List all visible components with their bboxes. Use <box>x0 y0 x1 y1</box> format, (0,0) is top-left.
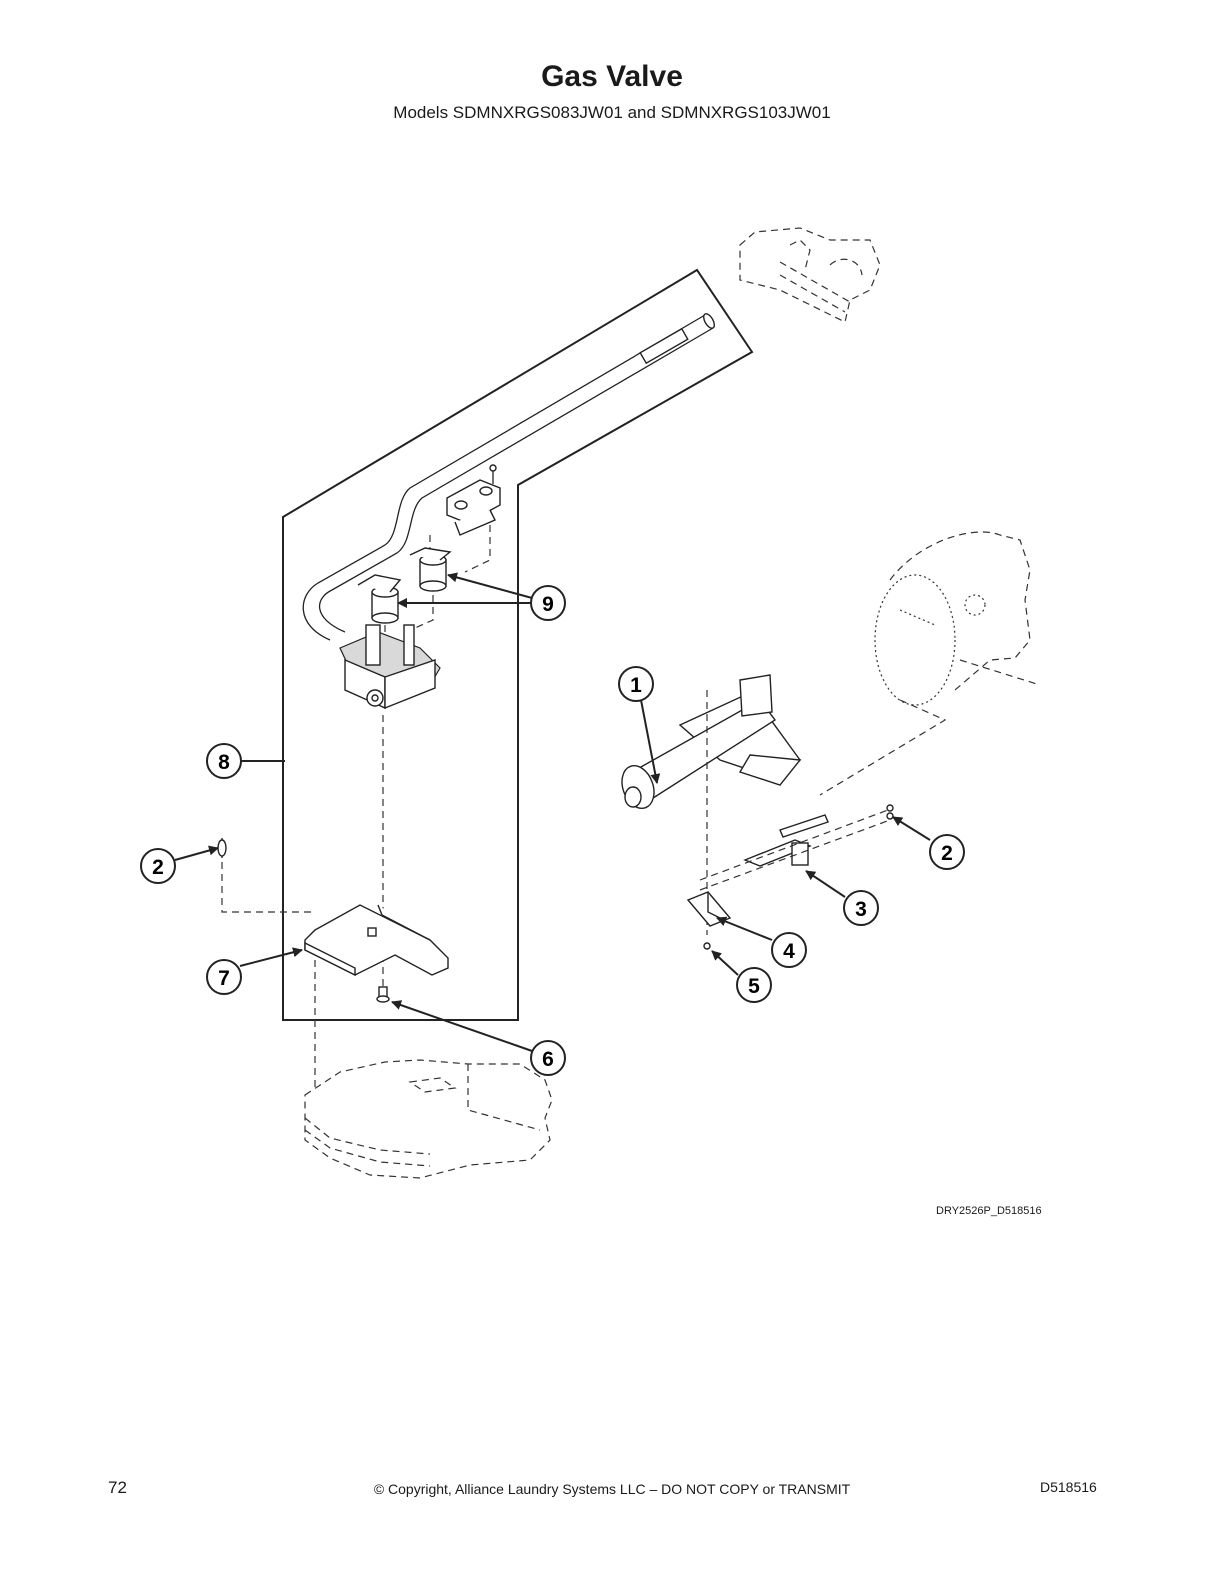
screw-2-left <box>217 838 227 858</box>
gas-valve <box>339 624 441 710</box>
chassis-fragment-bottom <box>304 1059 553 1179</box>
callout-5-label: 5 <box>748 975 760 998</box>
callout-8: 8 <box>206 743 242 779</box>
page-subtitle: Models SDMNXRGS083JW01 and SDMNXRGS103JW… <box>393 103 831 122</box>
coil-bracket <box>446 464 501 536</box>
page-number: 72 <box>108 1478 127 1497</box>
callout-6-label: 6 <box>542 1048 554 1071</box>
callout-9-label: 9 <box>542 593 554 616</box>
callout-7-label: 7 <box>218 967 230 990</box>
diagram-code: DRY2526P_D518516 <box>936 1205 1042 1217</box>
callout-7: 7 <box>206 959 242 995</box>
callout-5: 5 <box>736 967 772 1003</box>
callout-3: 3 <box>843 890 879 926</box>
chassis-fragment-top <box>739 227 881 323</box>
assembly-boundary <box>282 268 754 1021</box>
callout-4: 4 <box>771 932 807 968</box>
solenoid-coils <box>357 547 452 624</box>
igniter <box>743 814 829 867</box>
burner-assembly <box>621 674 802 810</box>
callout-1-label: 1 <box>630 674 642 697</box>
callout-9: 9 <box>530 585 566 621</box>
callout-2-left: 2 <box>140 848 176 884</box>
callout-2-left-label: 2 <box>152 856 164 879</box>
callout-3-label: 3 <box>855 898 867 921</box>
callout-1: 1 <box>618 666 654 702</box>
callout-4-label: 4 <box>783 940 795 963</box>
copyright-notice: © Copyright, Alliance Laundry Systems LL… <box>373 1481 851 1497</box>
gas-pipe <box>302 313 715 641</box>
valve-bracket <box>304 904 449 977</box>
page-title: Gas Valve <box>541 60 683 93</box>
callout-8-label: 8 <box>218 751 230 774</box>
screw-6 <box>376 986 390 1003</box>
document-number: D518516 <box>1040 1479 1097 1495</box>
callout-6: 6 <box>530 1040 566 1076</box>
burner-drum <box>819 531 1041 796</box>
callout-2-right-label: 2 <box>941 842 953 865</box>
callout-2-right: 2 <box>929 834 965 870</box>
